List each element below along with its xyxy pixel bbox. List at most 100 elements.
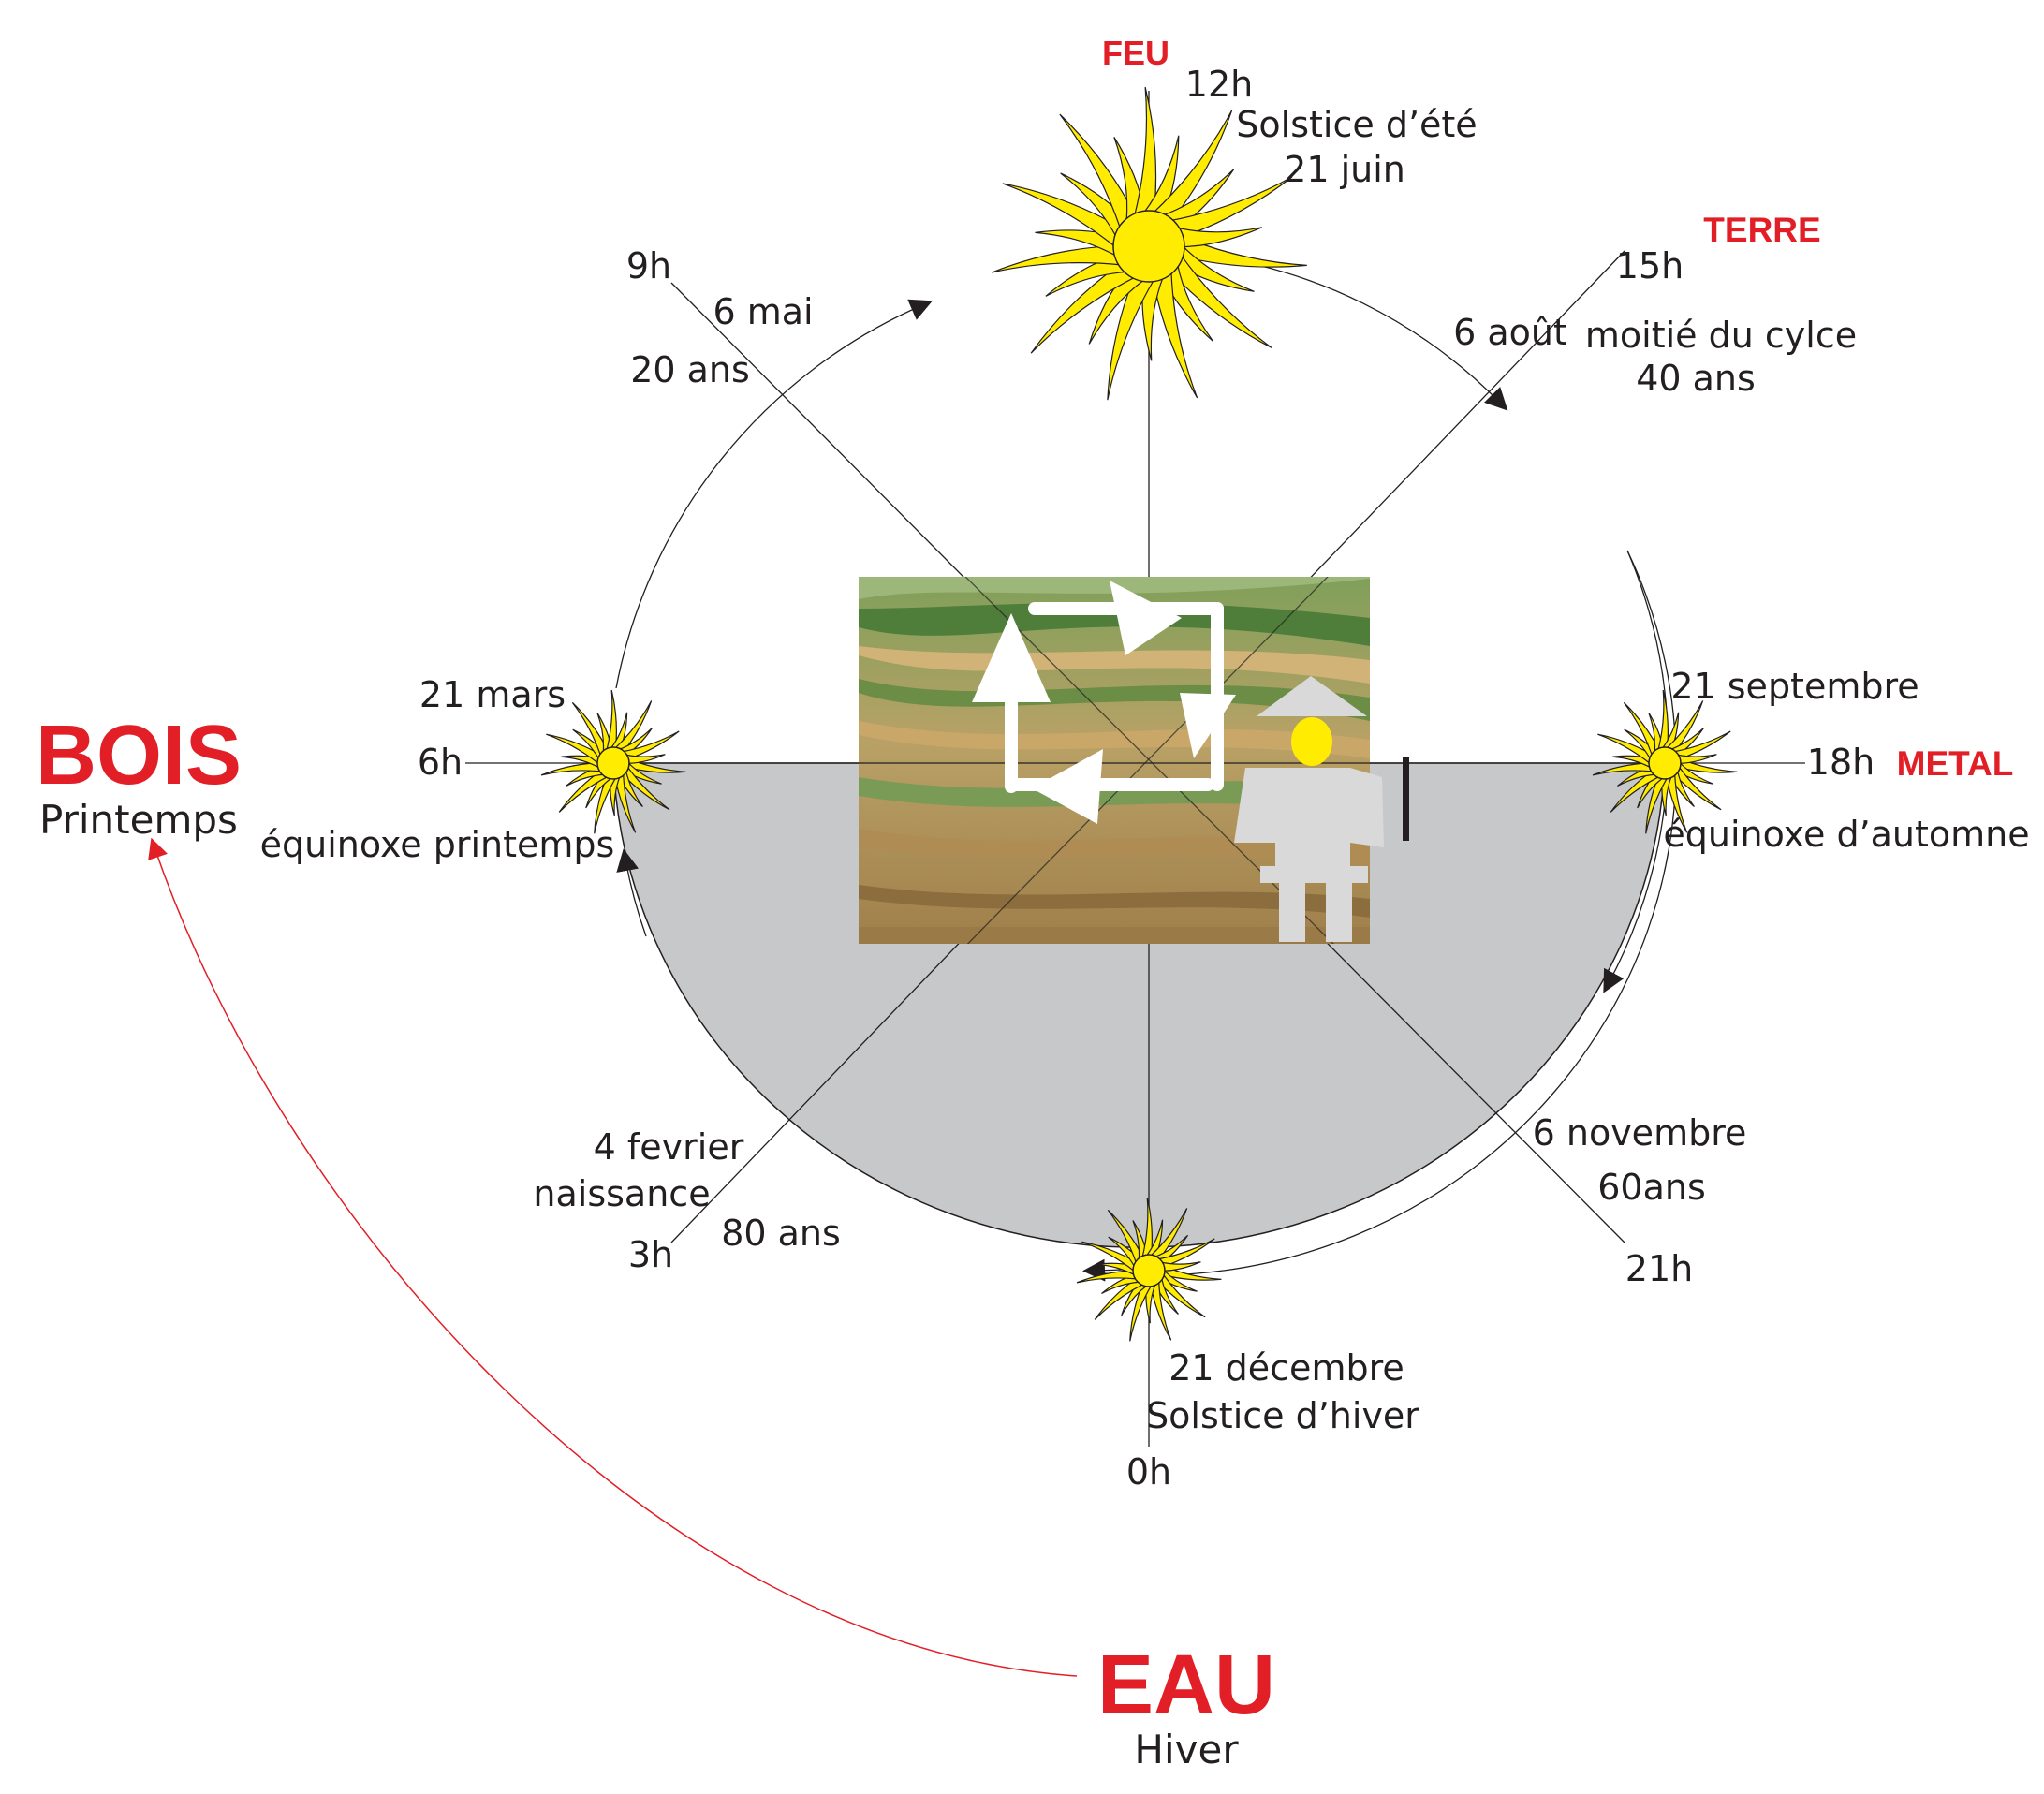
label-age-40: 40 ans	[1636, 358, 1756, 399]
sun-ray	[1669, 770, 1695, 807]
sun-ray	[1045, 254, 1129, 297]
sun-ray	[1141, 1197, 1153, 1258]
sun-disc	[596, 746, 630, 780]
sun-ray	[1669, 727, 1705, 757]
sun-ray	[1059, 113, 1137, 230]
sun-ray	[1113, 137, 1146, 223]
sun-ray	[1624, 728, 1656, 760]
hour-15: 15h	[1616, 245, 1684, 287]
sun-ray	[1648, 713, 1664, 754]
sun-ray	[546, 733, 602, 765]
sun-autumn-icon	[1592, 689, 1738, 834]
sun-ray	[1035, 229, 1118, 257]
hour-0: 0h	[1126, 1451, 1171, 1493]
sun-ray	[606, 689, 617, 751]
arrow-winter-spring	[616, 848, 647, 937]
sun-ray	[614, 773, 637, 833]
sun-ray	[1623, 701, 1660, 757]
label-aug-6: 6 août	[1453, 312, 1567, 353]
label-age-60: 60ans	[1597, 1167, 1706, 1208]
label-half-cycle: moitié du cylce	[1585, 315, 1857, 356]
sun-ray	[1160, 1261, 1201, 1272]
sun-ray	[1637, 773, 1665, 809]
sun-ray	[1088, 270, 1146, 345]
wood-season: Printemps	[39, 797, 238, 843]
label-june-21: 21 juin	[1284, 149, 1405, 190]
sun-ray	[1149, 1208, 1188, 1260]
sun-ray	[625, 754, 666, 764]
hour-21: 21h	[1625, 1248, 1693, 1289]
sun-spring-icon	[540, 689, 686, 834]
sun-ray	[1002, 183, 1122, 248]
sun-ray	[1096, 1262, 1136, 1276]
sun-ray	[610, 775, 621, 816]
label-mar-21: 21 mars	[419, 674, 566, 715]
sun-ray	[1673, 730, 1731, 760]
sun-ray	[1180, 235, 1307, 268]
outer-cycle-arc-lower	[1104, 550, 1677, 1276]
sun-ray	[1161, 169, 1235, 229]
label-nov-6: 6 novembre	[1533, 1112, 1747, 1154]
sun-ray	[1617, 766, 1656, 787]
sun-ray	[1169, 176, 1293, 239]
label-may-6: 6 mai	[713, 291, 813, 332]
sun-ray	[594, 775, 617, 834]
farmer-icon	[1234, 676, 1409, 942]
sun-ray	[1141, 275, 1165, 361]
element-water: EAU	[1097, 1639, 1275, 1732]
sun-ray	[1666, 773, 1688, 833]
label-dec-21: 21 décembre	[1169, 1347, 1404, 1389]
sun-ray	[1076, 1270, 1138, 1284]
sun-ray	[1133, 86, 1157, 217]
sun-ray	[1154, 1234, 1189, 1264]
sun-disc	[1132, 1254, 1166, 1287]
sun-ray	[1645, 775, 1669, 834]
sun-disc	[1112, 210, 1185, 283]
sun-ray	[1592, 762, 1654, 776]
hour-6: 6h	[418, 742, 463, 783]
sun-ray	[1169, 254, 1272, 348]
label-birth: naissance	[533, 1173, 710, 1214]
sun-ray	[1673, 766, 1722, 811]
label-winter-solstice: Solstice d’hiver	[1146, 1395, 1419, 1436]
sun-ray	[572, 728, 605, 760]
sun-ray	[1145, 1283, 1156, 1324]
sun-ray	[1030, 263, 1137, 354]
element-wood: BOIS	[36, 709, 242, 802]
hour-12: 12h	[1185, 64, 1253, 105]
sun-ray	[1107, 275, 1155, 401]
sun-winter-icon	[1076, 1197, 1222, 1342]
label-spring-equinox: équinoxe printemps	[260, 824, 615, 865]
water-season: Hiver	[1134, 1727, 1239, 1772]
cycle-arc-spring-summer	[615, 299, 934, 689]
sun-ray	[618, 727, 654, 757]
sun-ray	[1661, 775, 1672, 816]
sun-disc	[1648, 746, 1682, 780]
sun-ray	[1108, 1236, 1140, 1268]
hour-18: 18h	[1807, 742, 1875, 783]
element-earth: TERRE	[1703, 211, 1820, 249]
sun-ray	[596, 713, 612, 754]
hour-3: 3h	[628, 1234, 673, 1275]
sun-ray	[1161, 262, 1213, 342]
sun-ray	[1597, 733, 1654, 765]
label-summer-solstice: Solstice d’été	[1236, 104, 1477, 145]
label-sep-21: 21 septembre	[1670, 666, 1919, 707]
sun-ray	[1152, 110, 1233, 223]
element-metal: METAL	[1897, 744, 2014, 783]
sun-ray	[1676, 754, 1717, 764]
sun-ray	[540, 762, 602, 776]
sun-ray	[585, 773, 613, 809]
sun-ray	[1657, 689, 1669, 751]
sun-ray	[618, 770, 643, 807]
sun-ray	[613, 700, 653, 753]
sun-ray	[1129, 1283, 1153, 1342]
label-feb-4: 4 fevrier	[594, 1126, 744, 1168]
sun-ray	[571, 701, 609, 757]
water-to-wood-arrow	[148, 837, 1078, 1677]
sun-ray	[1132, 1220, 1148, 1261]
sun-ray	[1094, 1277, 1144, 1320]
sun-ray	[622, 766, 670, 811]
sun-ray	[1612, 755, 1652, 769]
